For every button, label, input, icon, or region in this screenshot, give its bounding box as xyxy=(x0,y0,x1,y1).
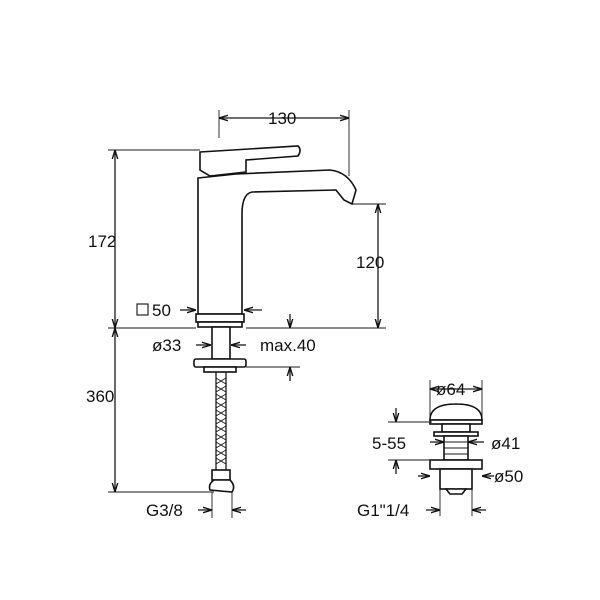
hose-length-label: 360 xyxy=(86,387,114,406)
drain-cap-diameter-label: ø64 xyxy=(436,380,465,399)
max-thickness-label: max.40 xyxy=(260,336,316,355)
width-dimension-label: 130 xyxy=(268,109,296,128)
base-diameter-label: ø33 xyxy=(152,336,181,355)
drain-tail xyxy=(439,468,473,490)
faucet-lever xyxy=(199,145,301,177)
drain-nut xyxy=(429,459,483,470)
drain-bottom xyxy=(444,488,468,495)
faucet-base xyxy=(195,313,245,323)
square-symbol xyxy=(136,303,149,316)
faucet-body xyxy=(197,169,357,315)
drain-cap xyxy=(429,403,483,421)
spout-height-label: 120 xyxy=(356,253,384,272)
thread-label: G3/8 xyxy=(146,501,183,520)
hose-fitting xyxy=(208,469,235,493)
drain-thread-label: G1"1/4 xyxy=(357,501,409,520)
drain-body-diameter-label: ø41 xyxy=(491,434,520,453)
base-square-label: 50 xyxy=(152,301,171,320)
drain-nut-diameter-label: ø50 xyxy=(494,467,523,486)
faucet-shank xyxy=(211,326,231,360)
height-dimension-label: 172 xyxy=(88,232,116,251)
fixing-washer xyxy=(203,366,237,373)
braided-hose xyxy=(215,372,227,470)
faucet-drawing: 130 172 120 50 ø33 max.40 360 xyxy=(86,109,386,520)
drain-drawing: ø64 5-55 ø41 ø50 G1"1/4 xyxy=(357,380,523,520)
fixing-nut xyxy=(193,358,247,368)
drain-stem xyxy=(441,423,471,433)
drain-range-label: 5-55 xyxy=(372,434,406,453)
